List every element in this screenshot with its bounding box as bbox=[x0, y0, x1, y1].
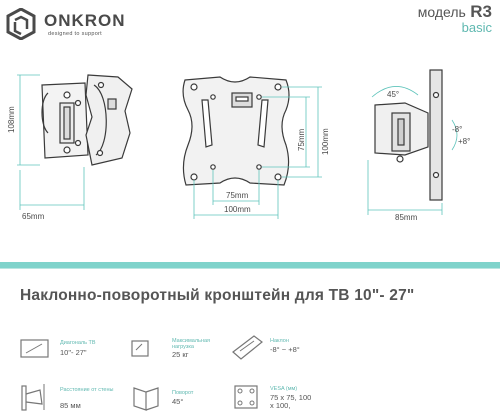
teal-divider-thin bbox=[0, 268, 500, 269]
side-view-drawing bbox=[41, 74, 133, 166]
technical-drawings: 108mm 65mm 75mm 100mm 75mm 100mm bbox=[7, 69, 470, 222]
side-width-label: 65mm bbox=[22, 212, 45, 221]
onkron-logo-icon bbox=[6, 8, 36, 40]
spec-value: 10"- 27" bbox=[60, 348, 87, 357]
spec-label: Максимальная нагрузка bbox=[172, 338, 210, 350]
swivel-icon bbox=[133, 387, 159, 411]
tv-icon bbox=[20, 339, 49, 358]
spec-label: Наклон bbox=[270, 338, 289, 344]
spec-label: Диагональ ТВ bbox=[60, 340, 96, 346]
front-outer-height-label: 100mm bbox=[321, 128, 330, 155]
brand-logo: ONKRON designed to support bbox=[6, 6, 176, 42]
front-dimension-lines bbox=[193, 86, 322, 219]
profile-depth-label: 85mm bbox=[395, 213, 418, 222]
tilt-up-label: +8° bbox=[458, 137, 470, 146]
spec-tilt: Наклон -8° ~ +8° bbox=[230, 332, 360, 366]
front-inner-width-label: 75mm bbox=[226, 191, 249, 200]
spec-label: Поворот bbox=[172, 390, 194, 396]
product-title: Наклонно-поворотный кронштейн для ТВ 10"… bbox=[20, 287, 415, 304]
spec-label: VESA (мм) bbox=[270, 386, 298, 392]
spec-value: -8° ~ +8° bbox=[270, 345, 300, 354]
spec-tv-diagonal: Диагональ ТВ 10"- 27" bbox=[20, 338, 130, 368]
side-dimension-lines bbox=[17, 74, 85, 210]
model-code: R3 bbox=[470, 2, 492, 21]
profile-dimension-lines bbox=[367, 86, 458, 215]
spec-value: 85 мм bbox=[60, 401, 81, 410]
spec-wall-distance: Расстояние от стены 85 мм bbox=[20, 382, 130, 416]
side-height-label: 108mm bbox=[7, 106, 16, 133]
spec-max-load: Максимальная нагрузка 25 кг bbox=[130, 338, 240, 368]
swivel-angle-label: 45° bbox=[387, 90, 399, 99]
tilt-down-label: -8° bbox=[452, 125, 462, 134]
front-view-drawing bbox=[182, 76, 290, 186]
tilt-icon bbox=[232, 335, 263, 360]
spec-swivel: Поворот 45° bbox=[130, 382, 230, 416]
spec-label: Расстояние от стены bbox=[60, 387, 114, 393]
model-variant: basic bbox=[461, 20, 492, 35]
model-label: модель bbox=[417, 4, 466, 20]
front-inner-height-label: 75mm bbox=[297, 128, 306, 151]
weight-icon bbox=[131, 340, 149, 357]
front-outer-width-label: 100mm bbox=[224, 205, 251, 214]
teal-divider bbox=[0, 262, 500, 268]
model-heading: модель R3 bbox=[418, 2, 492, 22]
brand-tagline: designed to support bbox=[48, 31, 103, 37]
spec-value: 75 x 75, 100 x 100, bbox=[270, 393, 312, 410]
spec-vesa: VESA (мм) 75 x 75, 100 x 100, bbox=[232, 382, 362, 416]
spec-value: 45° bbox=[172, 397, 184, 406]
brand-name: ONKRON bbox=[44, 11, 126, 30]
vesa-icon bbox=[234, 385, 258, 409]
profile-view-drawing bbox=[374, 69, 443, 201]
spec-value: 25 кг bbox=[172, 350, 189, 359]
wall-distance-icon bbox=[21, 384, 45, 411]
